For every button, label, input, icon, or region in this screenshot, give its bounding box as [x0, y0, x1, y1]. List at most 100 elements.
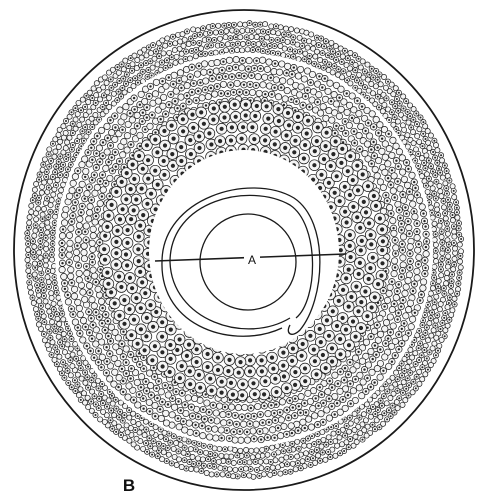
- middle-cell-nucleus: [96, 208, 98, 210]
- inner-cell-nucleus: [357, 272, 361, 276]
- middle-cell-nucleus: [107, 335, 109, 337]
- middle-cell: [100, 187, 106, 193]
- outer-cell: [302, 443, 307, 448]
- outer-cell: [52, 357, 57, 362]
- outer-cell: [432, 305, 437, 310]
- middle-cell-nucleus: [243, 75, 245, 77]
- outer-cell-nucleus: [161, 62, 163, 64]
- middle-cell-nucleus: [68, 261, 70, 263]
- outer-cell: [354, 418, 359, 423]
- outer-cell-nucleus: [48, 153, 50, 155]
- middle-cell-nucleus: [88, 332, 90, 334]
- middle-cell-nucleus: [111, 156, 113, 158]
- outer-cell-nucleus: [449, 297, 451, 299]
- inner-cell-nucleus: [346, 169, 350, 173]
- middle-cell: [76, 277, 82, 283]
- outer-cell-nucleus: [63, 377, 65, 379]
- outer-cell-nucleus: [456, 211, 458, 213]
- outer-cell-nucleus: [100, 393, 102, 395]
- outer-cell-nucleus: [319, 460, 321, 462]
- outer-cell: [195, 28, 200, 33]
- middle-cell-nucleus: [88, 186, 90, 188]
- outer-cell: [249, 34, 254, 39]
- middle-cell-nucleus: [228, 437, 230, 439]
- middle-cell-nucleus: [280, 86, 282, 88]
- inner-cell-nucleus: [168, 370, 172, 374]
- outer-cell-nucleus: [67, 154, 69, 156]
- inner-cell-nucleus: [312, 163, 316, 167]
- outer-cell: [193, 54, 198, 59]
- outer-cell: [32, 244, 37, 249]
- outer-cell-nucleus: [84, 126, 86, 128]
- middle-cell-nucleus: [401, 243, 403, 245]
- middle-cell: [137, 132, 143, 138]
- middle-cell: [240, 421, 246, 427]
- outer-cell: [419, 174, 424, 179]
- outer-cell: [102, 419, 107, 424]
- middle-cell-nucleus: [90, 147, 92, 149]
- middle-cell: [90, 267, 96, 273]
- outer-cell-nucleus: [386, 97, 388, 99]
- middle-cell-nucleus: [92, 324, 94, 326]
- middle-cell-nucleus: [182, 105, 184, 107]
- outer-cell-nucleus: [192, 42, 194, 44]
- outer-cell: [245, 47, 250, 52]
- middle-cell-nucleus: [86, 345, 88, 347]
- middle-cell: [325, 388, 331, 394]
- middle-cell-nucleus: [122, 391, 124, 393]
- middle-cell-nucleus: [394, 266, 396, 268]
- middle-cell-nucleus: [367, 122, 369, 124]
- outer-cell-nucleus: [54, 222, 56, 224]
- outer-cell-nucleus: [309, 55, 311, 57]
- outer-cell-nucleus: [40, 234, 42, 236]
- outer-cell-nucleus: [195, 448, 197, 450]
- outer-cell-nucleus: [28, 265, 30, 267]
- outer-cell: [174, 440, 179, 445]
- outer-cell-nucleus: [139, 75, 141, 77]
- outer-cell: [47, 179, 52, 184]
- outer-cell-nucleus: [292, 41, 294, 43]
- middle-cell-nucleus: [139, 363, 141, 365]
- middle-cell-nucleus: [72, 215, 74, 217]
- middle-cell-nucleus: [218, 76, 220, 78]
- outer-cell: [394, 400, 399, 405]
- middle-cell: [402, 290, 408, 296]
- outer-cell: [141, 446, 146, 451]
- outer-cell-nucleus: [352, 76, 354, 78]
- outer-cell-nucleus: [84, 372, 86, 374]
- middle-cell: [382, 326, 388, 332]
- middle-cell-nucleus: [177, 417, 179, 419]
- outer-cell-nucleus: [67, 168, 69, 170]
- middle-cell-nucleus: [61, 262, 63, 264]
- inner-cell-nucleus: [197, 146, 201, 150]
- outer-cell: [452, 296, 457, 301]
- outer-cell: [98, 417, 103, 422]
- outer-cell-nucleus: [229, 37, 231, 39]
- inner-cell-nucleus: [303, 379, 307, 383]
- inner-cell-nucleus: [188, 382, 192, 386]
- outer-cell-nucleus: [118, 91, 120, 93]
- outer-cell: [426, 140, 431, 145]
- outer-cell-nucleus: [131, 70, 133, 72]
- inner-cell-nucleus: [231, 393, 235, 397]
- inner-cell-nucleus: [371, 256, 375, 260]
- outer-cell-nucleus: [272, 52, 274, 54]
- outer-cell-nucleus: [55, 211, 57, 213]
- inner-cell-nucleus: [138, 270, 142, 274]
- outer-cell-nucleus: [420, 117, 422, 119]
- outer-cell-nucleus: [380, 400, 382, 402]
- outer-cell-nucleus: [434, 325, 436, 327]
- outer-cell-nucleus: [72, 123, 74, 125]
- outer-cell-nucleus: [110, 78, 112, 80]
- middle-cell: [397, 186, 403, 192]
- middle-cell-nucleus: [322, 421, 324, 423]
- middle-cell: [177, 70, 183, 76]
- middle-cell-nucleus: [405, 161, 407, 163]
- outer-cell: [94, 93, 99, 98]
- outer-cell-nucleus: [146, 451, 148, 453]
- middle-cell: [326, 415, 332, 421]
- middle-cell: [201, 69, 207, 75]
- outer-cell: [348, 81, 353, 86]
- outer-cell: [258, 459, 263, 464]
- outer-cell: [243, 466, 248, 471]
